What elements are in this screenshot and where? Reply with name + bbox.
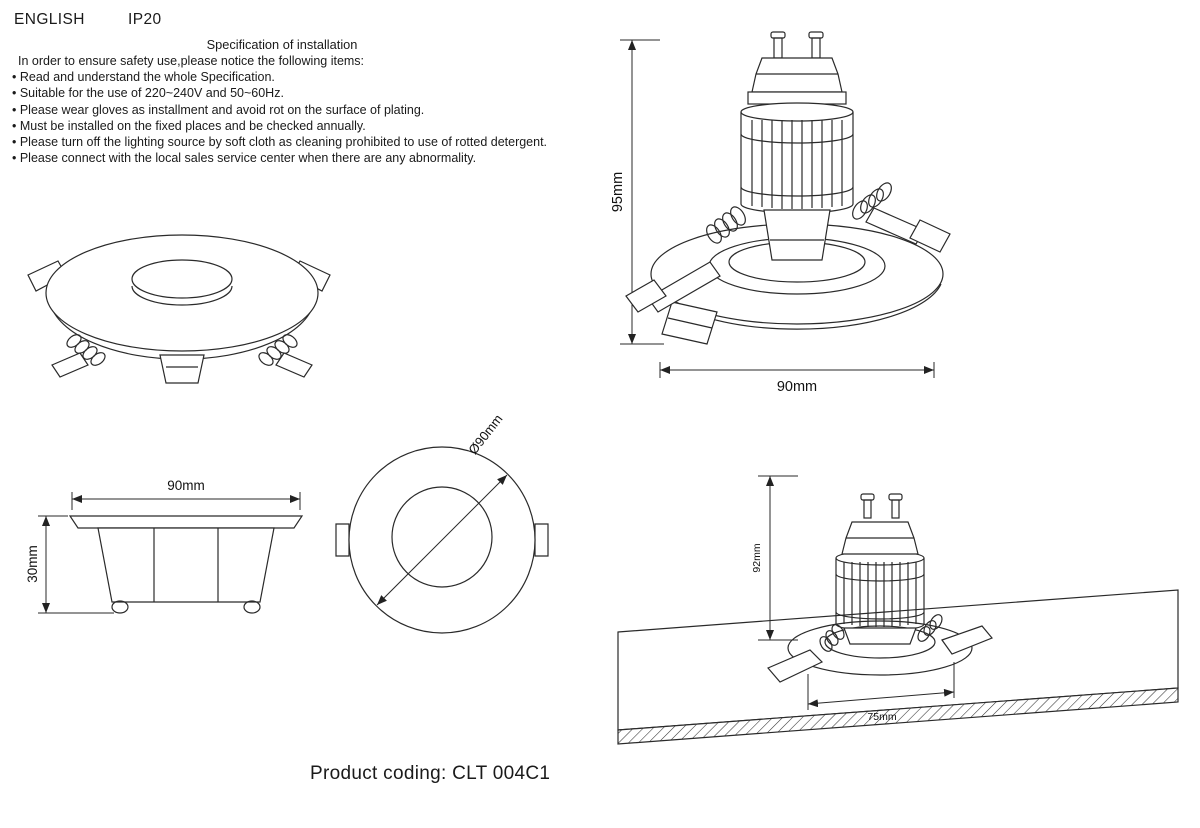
spec-item: • Please connect with the local sales se… — [12, 151, 477, 166]
installed-lamp — [767, 493, 993, 683]
dim-90mm-label: 90mm — [777, 379, 817, 395]
trim-ring — [650, 209, 944, 345]
left-spring-clip — [767, 624, 845, 683]
lamp-cap — [747, 57, 847, 105]
housing — [97, 527, 275, 603]
lamp-collar — [843, 627, 917, 645]
language-label: ENGLISH — [14, 11, 85, 28]
dim-92mm-label: 92mm — [751, 543, 763, 572]
spec-list: • Read and understand the whole Specific… — [12, 69, 547, 167]
installation-drawing: 92mm 75mm — [617, 475, 1179, 745]
spec-item: • Must be installed on the fixed places … — [12, 118, 366, 133]
dim-95mm-label: 95mm — [610, 172, 626, 212]
heatsink — [740, 102, 854, 214]
gu10-pin — [888, 493, 903, 501]
right-spring-clip — [852, 182, 951, 253]
lamp-collar — [763, 209, 831, 261]
gu10-pin — [860, 493, 875, 501]
left-spring-clip — [51, 334, 106, 378]
spec-item: • Read and understand the whole Specific… — [12, 70, 275, 84]
product-coding: Product coding: CLT 004C1 — [310, 763, 551, 784]
assembled-lamp-drawing: 95mm — [610, 31, 951, 395]
dim-90mm-label: 90mm — [167, 478, 205, 493]
trim-perspective-drawing — [27, 234, 331, 384]
dim-30mm-label: 30mm — [25, 545, 40, 583]
ip-rating-label: IP20 — [128, 11, 162, 28]
height-dimension: 92mm — [751, 475, 798, 641]
width-dimension: 90mm — [659, 362, 935, 395]
left-spring-hook — [111, 600, 129, 614]
spec-item: • Please turn off the lighting source by… — [12, 135, 548, 150]
spec-title: Specification of installation — [206, 37, 358, 52]
height-dimension: 30mm — [25, 515, 114, 614]
trim-ring-body — [27, 234, 331, 384]
spec-item: • Please wear gloves as installment and … — [12, 102, 425, 117]
front-view-drawing: 90mm 30mm — [25, 478, 304, 614]
cutout-dimension: 75mm — [807, 662, 955, 723]
left-tab — [335, 523, 350, 557]
flange — [68, 515, 304, 529]
fixture-front-outline — [68, 515, 304, 614]
top-view-drawing: Ø90mm — [335, 411, 549, 634]
right-spring-hook — [243, 600, 261, 614]
right-spring-clip — [258, 334, 313, 378]
left-spring-clip — [625, 206, 746, 313]
right-spring-clip — [917, 614, 993, 655]
gu10-pins — [770, 31, 824, 59]
dim-75mm-label: 75mm — [867, 711, 896, 723]
bottom-bracket — [159, 354, 205, 384]
spec-item: • Suitable for the use of 220~240V and 5… — [12, 86, 284, 101]
right-tab — [534, 523, 549, 557]
width-dimension: 90mm — [71, 478, 301, 510]
panel-edge-hatch — [617, 687, 1179, 745]
lamp-hole — [131, 259, 233, 299]
dim-diameter-label: Ø90mm — [465, 411, 505, 457]
spec-intro: In order to ensure safety use,please not… — [18, 54, 365, 68]
